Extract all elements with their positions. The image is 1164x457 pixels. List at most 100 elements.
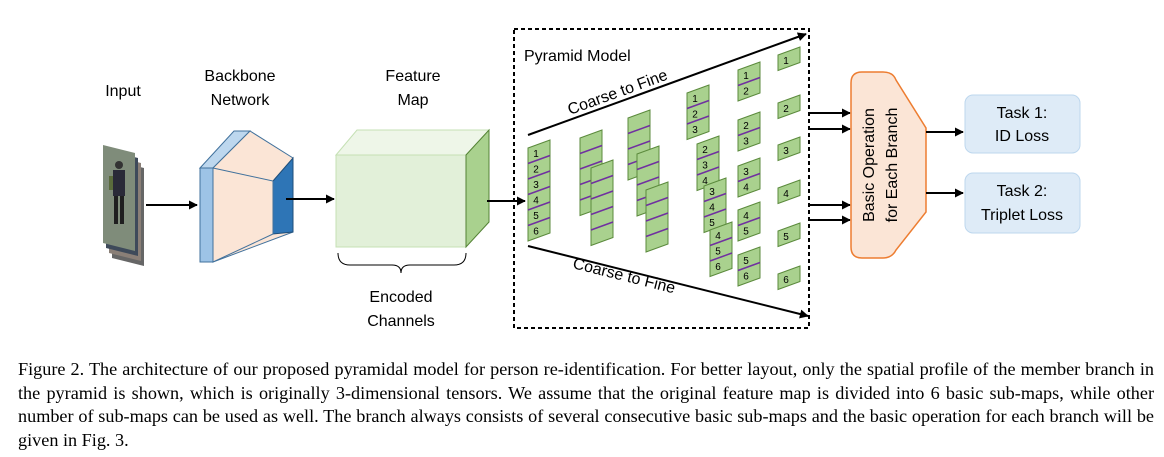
task2-label-line2: Triplet Loss	[981, 207, 1063, 224]
encoded-label-line1: Encoded	[369, 289, 432, 306]
submap-divider	[590, 221, 614, 231]
coarse-to-fine-bottom-label: Coarse to Fine	[571, 255, 677, 297]
submap-divider	[703, 208, 727, 218]
submap-number: 6	[533, 226, 539, 237]
submap-divider	[579, 144, 603, 155]
pyramid-model-box	[513, 28, 810, 329]
submap-stack	[645, 181, 669, 253]
submap-number: 2	[783, 104, 789, 115]
submap-number: 3	[783, 146, 789, 157]
coarse-to-fine-top-arrow	[527, 32, 807, 136]
submap-divider	[709, 236, 733, 247]
submap-number: 5	[743, 256, 749, 267]
backbone-label-line1: Backbone	[204, 68, 275, 85]
submap-number: 4	[715, 231, 721, 242]
submap-number: 3	[743, 136, 749, 147]
submap-divider	[527, 216, 551, 227]
basic-operation-label-line1: Basic Operation	[861, 108, 878, 222]
submap-stack: 45	[737, 201, 761, 242]
submap-number: 6	[783, 275, 789, 286]
submap-number: 1	[743, 71, 749, 82]
submap-number: 2	[743, 86, 749, 97]
submap-divider	[645, 227, 669, 238]
submap-number: 5	[715, 246, 721, 257]
task1-label-line2: ID Loss	[995, 128, 1049, 145]
submap-number: 1	[783, 56, 789, 67]
submap-divider	[703, 192, 727, 203]
submap-block	[777, 94, 801, 120]
basic-operation-block	[850, 71, 927, 259]
submap-stack: 12	[737, 61, 761, 102]
submap-number: 2	[702, 145, 708, 156]
submap-stack: 3	[777, 136, 801, 162]
submap-number: 2	[692, 109, 698, 120]
submap-divider	[527, 201, 551, 211]
submap-number: 3	[692, 125, 698, 136]
pyramid-model-title: Pyramid Model	[524, 48, 631, 65]
submap-number: 4	[743, 211, 749, 222]
submap-divider	[709, 252, 733, 262]
submap-number: 4	[533, 195, 539, 206]
submap-divider	[636, 176, 660, 186]
submap-number: 3	[743, 167, 749, 178]
submap-block	[590, 159, 614, 247]
submap-divider	[579, 160, 603, 170]
submap-stack: 56	[737, 246, 761, 287]
input-image-stack	[103, 145, 144, 266]
submap-stack: 123	[686, 84, 710, 141]
submap-number: 3	[533, 180, 539, 191]
submap-number: 2	[743, 121, 749, 132]
figure-caption: Figure 2. The architecture of our propos…	[18, 359, 1154, 450]
submap-divider	[527, 170, 551, 180]
submap-stack: 23	[737, 111, 761, 152]
submap-divider	[636, 160, 660, 171]
submap-block	[777, 179, 801, 205]
submap-block	[703, 177, 727, 234]
submap-block	[777, 265, 801, 291]
backbone-label-line2: Network	[211, 92, 271, 109]
submap-number: 4	[783, 189, 789, 200]
submap-divider	[737, 261, 761, 272]
submap-number: 4	[743, 182, 749, 193]
submap-stack: 1	[777, 46, 801, 72]
backbone-shape	[198, 130, 294, 263]
submap-divider	[696, 150, 720, 161]
submap-divider	[590, 205, 614, 216]
basic-operation-label-line2: for Each Branch	[884, 108, 901, 223]
task1-box	[964, 94, 1081, 154]
submap-stack: 4 5 6	[709, 221, 733, 278]
submap-divider	[686, 115, 710, 125]
submap-stack: 6	[777, 265, 801, 291]
submap-number: 6	[715, 262, 721, 273]
encoded-label-line2: Channels	[367, 313, 435, 330]
submap-number: 4	[702, 176, 708, 187]
person-figure	[109, 161, 125, 224]
submap-number: 2	[533, 164, 539, 175]
arrows-to-basic-operation	[809, 108, 851, 225]
submap-block	[709, 221, 733, 278]
submap-divider	[527, 154, 551, 165]
submap-divider	[590, 174, 614, 185]
feature-map-cube	[334, 128, 491, 249]
submap-block	[777, 222, 801, 248]
coarse-to-fine-top-label: Coarse to Fine	[566, 67, 671, 119]
submap-number: 5	[533, 211, 539, 222]
submap-stack: 2	[777, 94, 801, 120]
architecture-diagram: Input Backbone Network Feature Map Encod…	[103, 28, 1081, 330]
submap-divider	[645, 212, 669, 222]
submap-divider	[527, 185, 551, 196]
submap-block	[777, 136, 801, 162]
submap-divider	[737, 76, 761, 87]
feature-label-line1: Feature	[385, 68, 440, 85]
submap-stack: 34	[737, 157, 761, 198]
submap-number: 6	[743, 271, 749, 282]
task2-box	[964, 172, 1081, 234]
submap-number: 5	[743, 226, 749, 237]
coarse-to-fine-bottom-arrow	[527, 245, 809, 319]
submap-number: 5	[783, 232, 789, 243]
submap-number: 3	[709, 187, 715, 198]
submap-divider	[686, 99, 710, 110]
input-label: Input	[105, 83, 141, 100]
